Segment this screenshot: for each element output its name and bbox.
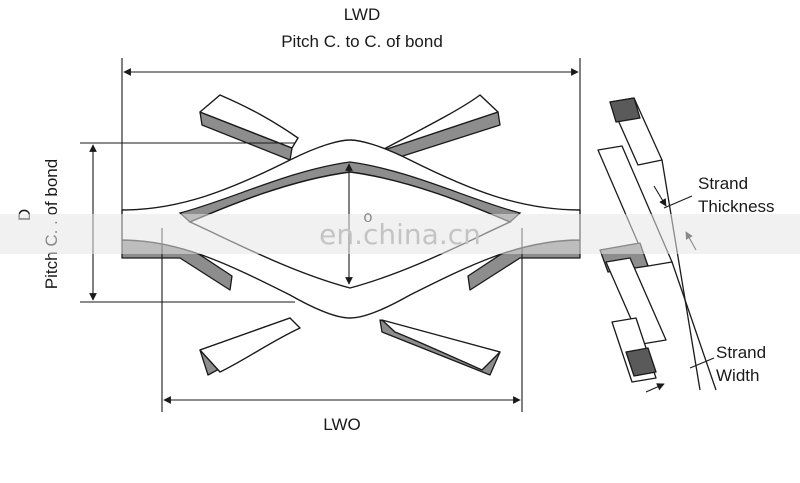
strand-lower-right <box>381 319 501 371</box>
strand-width-callout <box>645 357 715 393</box>
width-leader <box>689 357 715 369</box>
thickness-leader <box>663 195 693 209</box>
lwd-label: LWD <box>344 5 381 24</box>
strand-width-label-2: Width <box>716 366 759 385</box>
watermark-band <box>0 214 800 254</box>
thickness-arrow-upper <box>653 185 667 207</box>
profile-block-upper-cap <box>609 97 641 123</box>
watermark-text: en.china.cn <box>319 218 481 251</box>
strand-thickness-label-2: Thickness <box>698 197 775 216</box>
width-arrow-lower <box>645 383 665 393</box>
profile-edge-1 <box>661 159 701 391</box>
strand-upper-right <box>381 94 499 151</box>
strand-upper-left <box>199 94 299 149</box>
lwo-label: LWO <box>323 415 360 434</box>
lwd-description: Pitch C. to C. of bond <box>281 32 443 51</box>
strand-width-label-1: Strand <box>716 343 766 362</box>
profile-edge-2 <box>671 261 717 391</box>
profile-block-third <box>605 257 667 345</box>
strand-lower-left <box>199 317 301 373</box>
dimension-lwo <box>161 228 523 412</box>
profile-block-lower-cap <box>625 347 657 377</box>
dimension-lwd <box>121 58 581 210</box>
strand-thickness-label-1: Strand <box>698 174 748 193</box>
